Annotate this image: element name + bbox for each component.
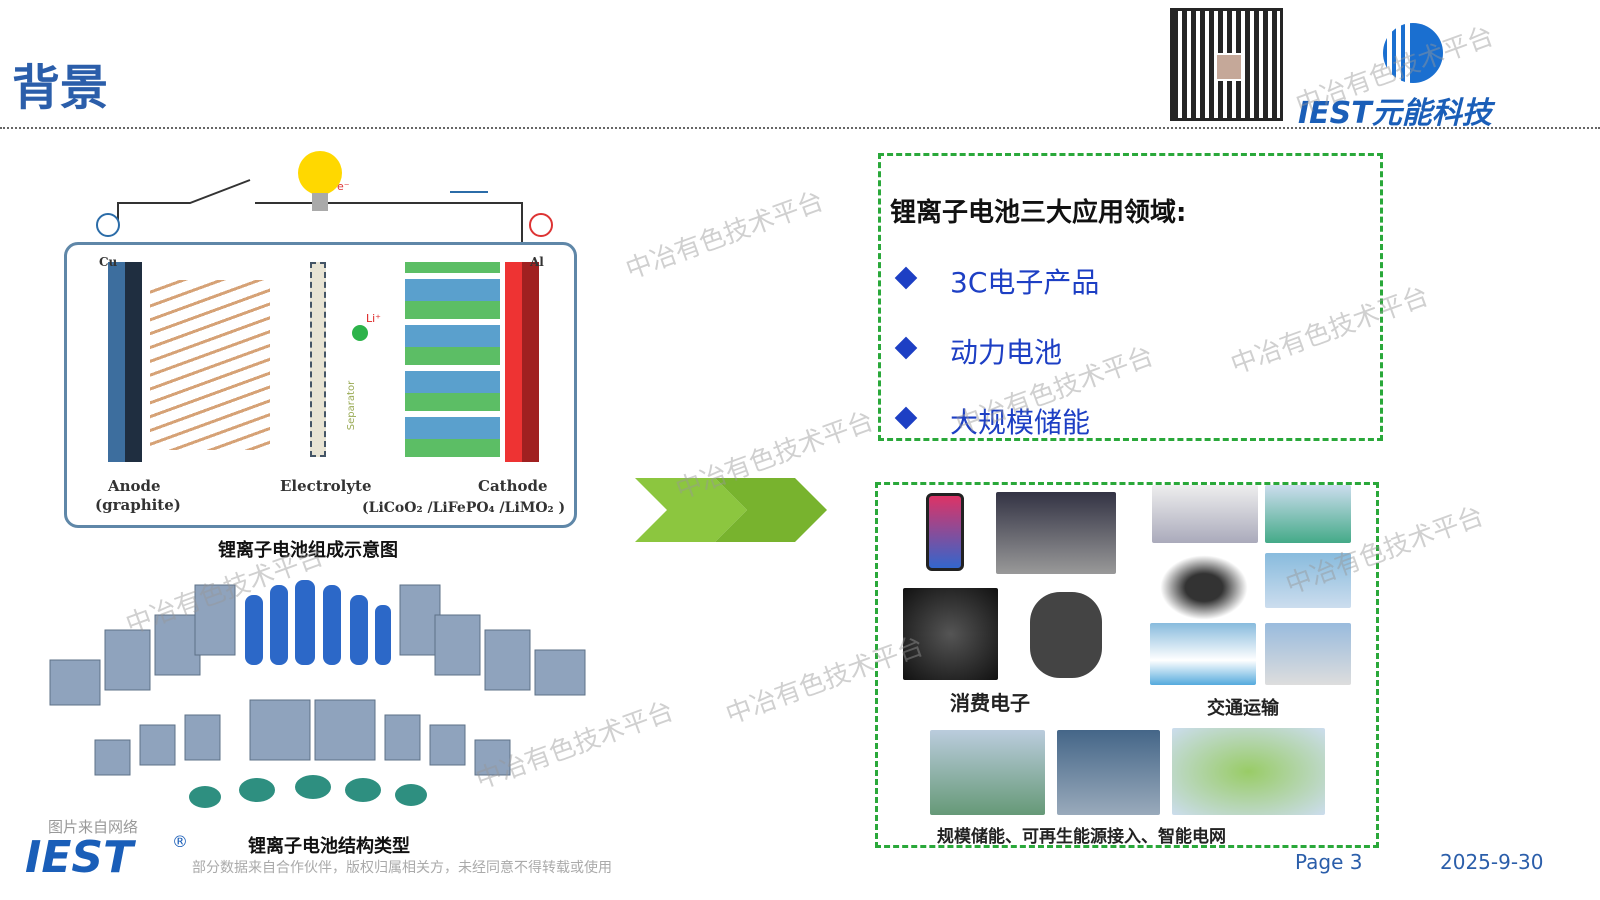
chevron-arrow-icon <box>635 478 827 542</box>
transport-label: 交通运输 <box>1207 698 1279 719</box>
iest-logo <box>1383 23 1443 83</box>
page-number: Page 3 <box>1295 850 1363 874</box>
train-photo <box>1265 623 1351 685</box>
applications-box <box>878 153 1383 441</box>
plus-terminal-icon <box>529 213 553 237</box>
diagram-caption: 锂离子电池组成示意图 <box>218 540 398 561</box>
application-item: 动力电池 <box>950 336 1063 369</box>
laptop-photo <box>996 492 1116 574</box>
smart-speaker-photo <box>1030 592 1102 678</box>
application-item: 3C电子产品 <box>950 266 1100 299</box>
anode-label: Anode <box>108 477 161 495</box>
al-label: Al <box>530 255 544 269</box>
battery-types-image <box>49 580 586 808</box>
date: 2025-9-30 <box>1440 850 1544 874</box>
separator <box>310 262 326 457</box>
application-item: 大规模储能 <box>950 406 1091 439</box>
storage-label: 规模储能、可再生能源接入、智能电网 <box>937 827 1226 847</box>
header-divider <box>0 127 1600 129</box>
registered-mark: ® <box>172 832 188 851</box>
solar-photo <box>1057 730 1160 815</box>
consumer-electronics-label: 消费电子 <box>950 691 1030 715</box>
scooter-photo <box>1160 555 1248 620</box>
brand-name: IEST元能科技 <box>1298 96 1492 131</box>
circuit-wire <box>96 151 553 245</box>
yacht-photo <box>1150 623 1256 685</box>
airplane-photo <box>1265 553 1351 608</box>
li-ion-label: Li⁺ <box>366 312 381 325</box>
qr-code[interactable] <box>1170 8 1283 121</box>
application-photos-box <box>875 482 1379 848</box>
cathode-label: Cathode <box>478 477 548 495</box>
disclaimer: 部分数据来自合作伙伴，版权归属相关方，未经同意不得转载或使用 <box>192 860 612 876</box>
cathode-lattice <box>405 262 500 457</box>
li-ion-icon <box>352 325 368 341</box>
battery-diagram <box>64 242 577 528</box>
footer-logo: IEST <box>25 832 134 883</box>
bus-photo <box>1265 485 1351 543</box>
light-bulb-icon <box>298 151 342 195</box>
car-photo <box>1152 485 1258 543</box>
anode-sub-label: (graphite) <box>95 496 181 514</box>
phone-photo <box>926 493 964 571</box>
applications-title: 锂离子电池三大应用领域: <box>890 198 1187 228</box>
page-title: 背景 <box>12 60 109 116</box>
image-source-note: 图片来自网络 <box>48 818 139 836</box>
smart-grid-photo <box>1172 728 1325 815</box>
camera-photo <box>903 588 998 680</box>
electrolyte-label: Electrolyte <box>280 477 372 495</box>
watermark: 中冶有色技术平台 <box>621 186 828 286</box>
electron-label: e⁻ <box>337 180 350 193</box>
storage-station-photo <box>930 730 1045 815</box>
cathode-sub-label: (LiCoO₂ /LiFePO₄ /LiMO₂ ) <box>362 500 566 516</box>
separator-label: Separator <box>346 380 358 431</box>
battery-types-caption: 锂离子电池结构类型 <box>248 836 410 857</box>
graphite-layers <box>150 280 270 450</box>
anode-plate <box>108 262 142 462</box>
minus-terminal-icon <box>96 213 120 237</box>
cathode-plate <box>505 262 539 462</box>
cu-label: Cu <box>99 255 118 269</box>
